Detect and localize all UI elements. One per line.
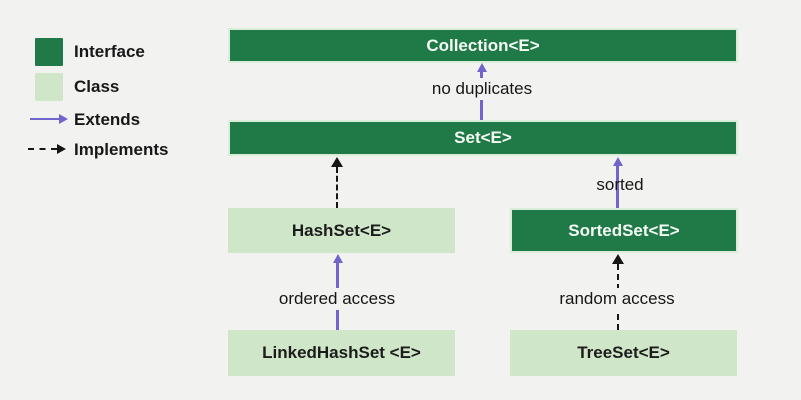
class-swatch [35, 73, 63, 101]
edge-label-no-duplicates: no duplicates [428, 78, 536, 100]
extends-arrow-line [30, 117, 59, 121]
arrow-head-icon [612, 157, 623, 166]
legend-label-extends: Extends [74, 110, 141, 129]
node-set: Set<E> [228, 120, 738, 156]
edge-label-random-access: random access [556, 288, 678, 310]
edge-sortedset-extends-set [611, 157, 624, 208]
implements-arrow-head [57, 144, 66, 154]
edge-hashset-implements-set [330, 157, 343, 208]
legend-label-implements: Implements [74, 140, 169, 159]
node-hashset: HashSet<E> [228, 208, 455, 253]
legend-label-interface: Interface [74, 42, 145, 61]
extends-arrow-head [59, 114, 68, 124]
node-collection: Collection<E> [228, 28, 738, 63]
arrow-head-icon [611, 254, 624, 264]
interface-swatch [35, 38, 63, 66]
legend-label-class: Class [74, 77, 120, 96]
arrow-line [616, 166, 619, 208]
node-treeset: TreeSet<E> [510, 330, 737, 376]
node-sortedset: SortedSet<E> [510, 208, 738, 253]
extends-arrow-icon [30, 114, 68, 124]
arrow-head-icon [330, 157, 343, 167]
arrow-line [335, 167, 338, 208]
edge-label-sorted: sorted [596, 175, 644, 194]
implements-arrow-line [28, 148, 57, 150]
implements-arrow-icon [28, 144, 66, 154]
arrow-head-icon [476, 63, 487, 72]
arrow-head-icon [332, 254, 343, 263]
node-linkedhashset: LinkedHashSet <E> [228, 330, 455, 376]
edge-label-ordered-access: ordered access [275, 288, 399, 310]
